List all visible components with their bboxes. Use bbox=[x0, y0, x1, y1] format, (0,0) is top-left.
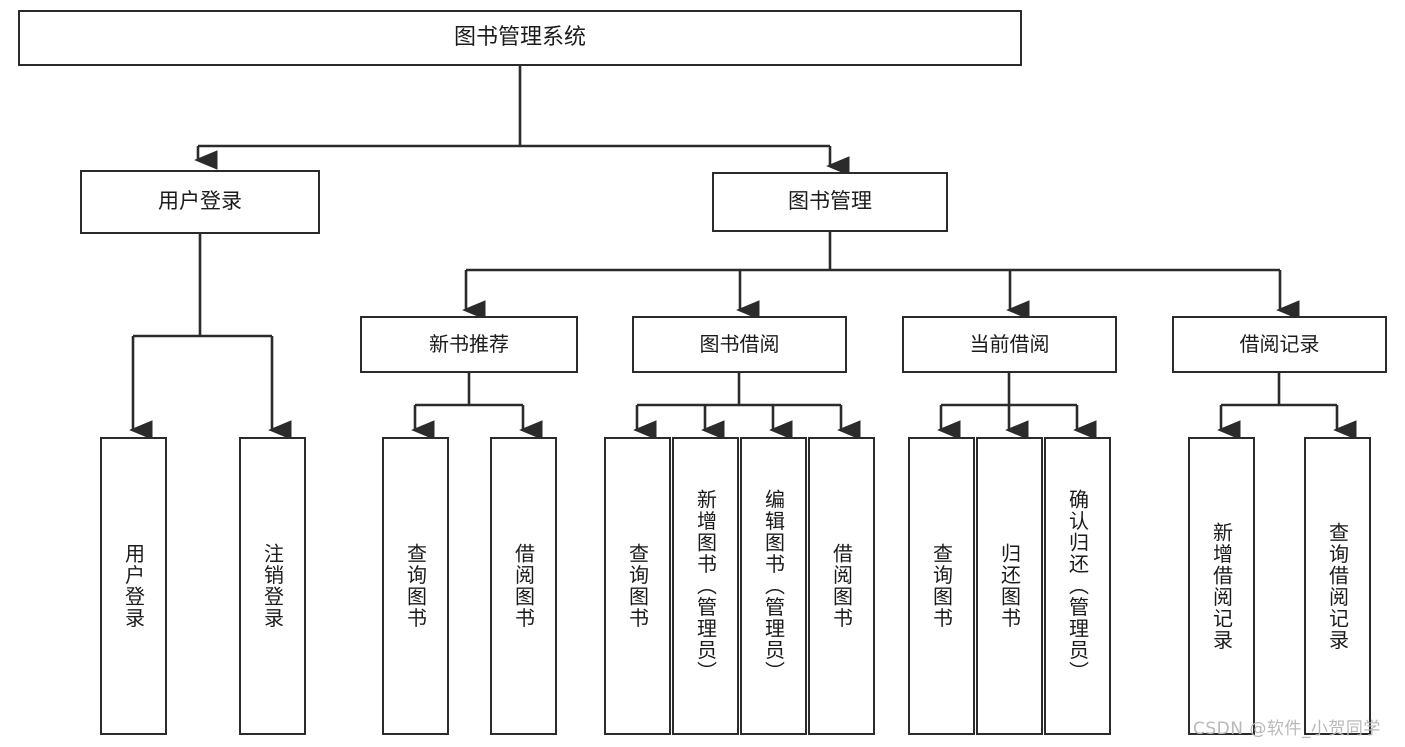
node-leaf-query-record[interactable]: 查询借阅记录 bbox=[1304, 437, 1371, 735]
node-leaf-add-book[interactable]: 新增图书（管理员） bbox=[672, 437, 739, 735]
node-leaf-query-book-1-label: 查询图书 bbox=[403, 543, 428, 629]
node-leaf-query-record-label: 查询借阅记录 bbox=[1325, 521, 1350, 651]
node-root-system[interactable]: 图书管理系统 bbox=[18, 10, 1022, 66]
node-leaf-logout[interactable]: 注销登录 bbox=[239, 437, 306, 735]
node-user-login-label: 用户登录 bbox=[158, 189, 242, 214]
node-leaf-user-login-label: 用户登录 bbox=[121, 543, 146, 629]
node-leaf-add-book-label: 新增图书（管理员） bbox=[693, 489, 718, 683]
node-current-borrow-label: 当前借阅 bbox=[969, 332, 1050, 357]
node-leaf-return-book-label: 归还图书 bbox=[997, 543, 1022, 629]
node-book-manage-label: 图书管理 bbox=[788, 189, 872, 214]
node-book-borrow-label: 图书借阅 bbox=[699, 332, 780, 357]
node-leaf-borrow-book-2-label: 借阅图书 bbox=[829, 543, 854, 629]
node-leaf-edit-book[interactable]: 编辑图书（管理员） bbox=[740, 437, 807, 735]
node-book-manage[interactable]: 图书管理 bbox=[712, 172, 948, 232]
node-leaf-logout-label: 注销登录 bbox=[260, 543, 285, 629]
node-borrow-record[interactable]: 借阅记录 bbox=[1172, 316, 1387, 373]
node-leaf-add-record[interactable]: 新增借阅记录 bbox=[1188, 437, 1255, 735]
node-leaf-borrow-book-2[interactable]: 借阅图书 bbox=[808, 437, 875, 735]
node-leaf-query-book-2[interactable]: 查询图书 bbox=[604, 437, 671, 735]
node-leaf-query-book-3-label: 查询图书 bbox=[929, 543, 954, 629]
node-leaf-borrow-book-1-label: 借阅图书 bbox=[511, 543, 536, 629]
node-leaf-query-book-2-label: 查询图书 bbox=[625, 543, 650, 629]
node-leaf-user-login[interactable]: 用户登录 bbox=[100, 437, 167, 735]
node-leaf-borrow-book-1[interactable]: 借阅图书 bbox=[490, 437, 557, 735]
node-leaf-confirm-return[interactable]: 确认归还（管理员） bbox=[1044, 437, 1111, 735]
node-user-login[interactable]: 用户登录 bbox=[80, 170, 320, 234]
node-leaf-confirm-return-label: 确认归还（管理员） bbox=[1065, 489, 1090, 683]
node-new-book-recommend[interactable]: 新书推荐 bbox=[360, 316, 578, 373]
csdn-watermark: CSDN @软件_小贺同学 bbox=[1193, 719, 1381, 739]
node-book-borrow[interactable]: 图书借阅 bbox=[632, 316, 847, 373]
node-leaf-query-book-3[interactable]: 查询图书 bbox=[908, 437, 975, 735]
node-leaf-return-book[interactable]: 归还图书 bbox=[976, 437, 1043, 735]
node-new-book-recommend-label: 新书推荐 bbox=[429, 332, 509, 357]
node-root-label: 图书管理系统 bbox=[453, 24, 586, 50]
node-leaf-add-record-label: 新增借阅记录 bbox=[1209, 521, 1234, 651]
node-leaf-query-book-1[interactable]: 查询图书 bbox=[382, 437, 449, 735]
node-borrow-record-label: 借阅记录 bbox=[1239, 332, 1320, 357]
node-leaf-edit-book-label: 编辑图书（管理员） bbox=[761, 489, 786, 683]
node-current-borrow[interactable]: 当前借阅 bbox=[902, 316, 1117, 373]
